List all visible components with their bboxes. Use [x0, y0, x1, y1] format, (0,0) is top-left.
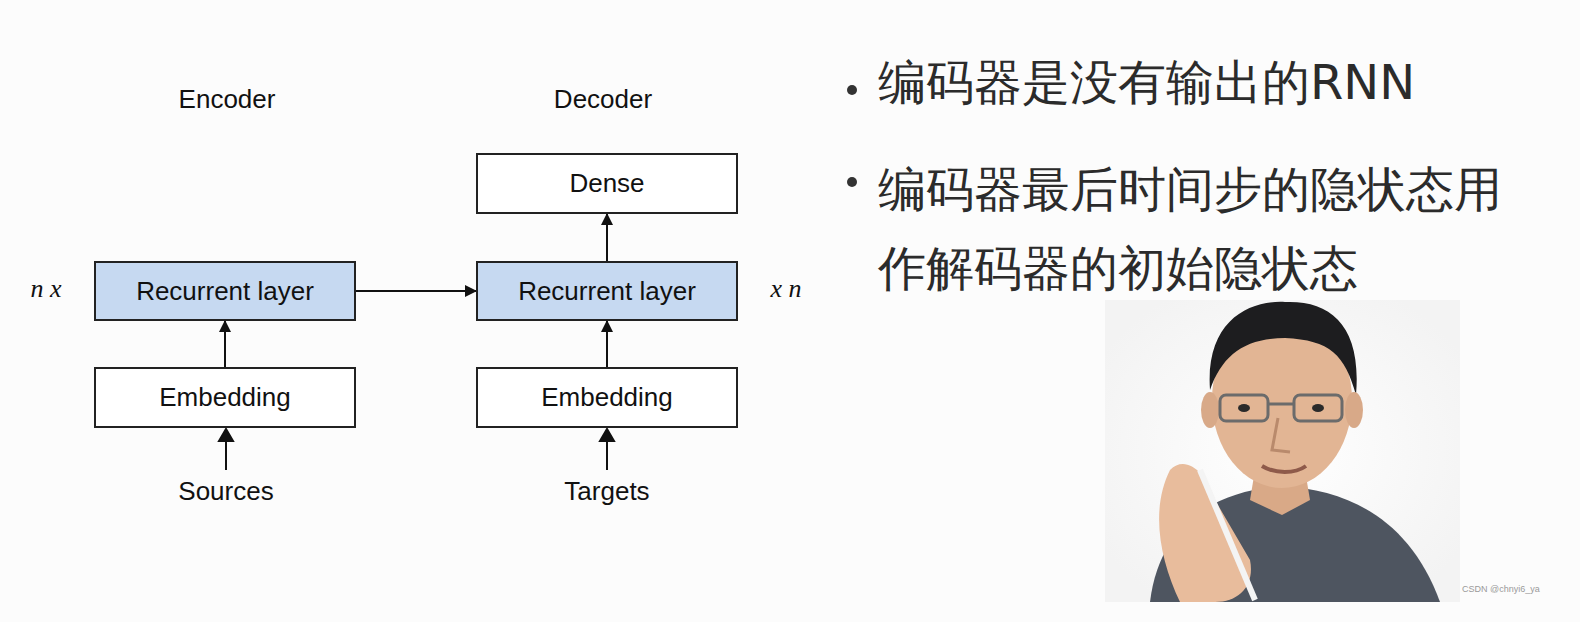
box-label: Recurrent layer	[136, 276, 314, 307]
section-heading: Encoder	[179, 84, 276, 115]
dense-box: Dense	[476, 153, 738, 214]
section-heading: Decoder	[554, 84, 652, 115]
flow-arrow	[606, 321, 608, 367]
recurrent-box: Recurrent layer	[94, 261, 356, 321]
input-arrows	[219, 429, 614, 470]
embedding-box: Embedding	[94, 367, 356, 428]
input-name: Targets	[564, 476, 649, 507]
recurrent-box: Recurrent layer	[476, 261, 738, 321]
bullet-dots	[847, 85, 857, 187]
box-label: Embedding	[159, 382, 291, 413]
presenter-illustration	[1105, 300, 1460, 602]
box-label: Dense	[569, 168, 644, 199]
bullet-text: 编码器是没有输出的RNN	[878, 58, 1558, 106]
flow-arrow	[606, 214, 608, 261]
embedding-box: Embedding	[476, 367, 738, 428]
box-label: Embedding	[541, 382, 673, 413]
input-name: Sources	[178, 476, 273, 507]
repeat-count: x n	[770, 274, 801, 304]
watermark: CSDN @chnyi6_ya	[1462, 584, 1540, 594]
bullet-text: 编码器最后时间步的隐状态用作解码器的初始隐状态	[878, 150, 1528, 308]
flow-arrow	[224, 321, 226, 367]
box-label: Recurrent layer	[518, 276, 696, 307]
repeat-count: n x	[30, 274, 61, 304]
flow-arrow	[356, 290, 476, 292]
